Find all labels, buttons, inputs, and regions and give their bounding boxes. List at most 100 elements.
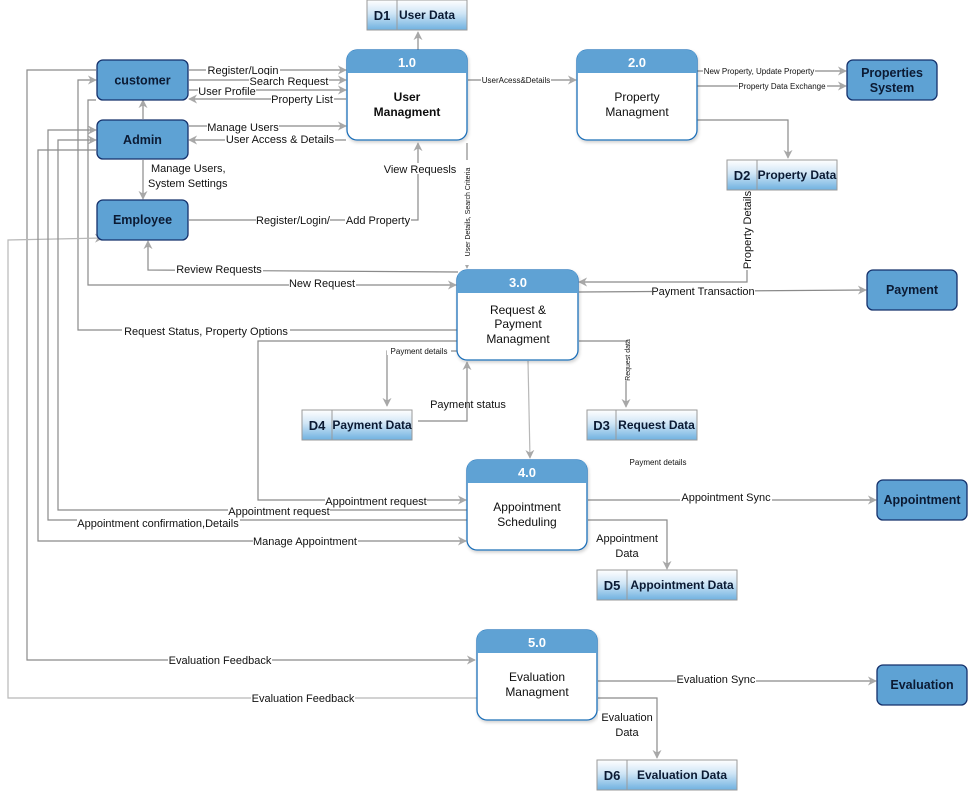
label-user-profile: User Profile [198, 86, 255, 98]
entity-employee-label: Employee [113, 213, 172, 227]
datastore-d5[interactable]: D5 Appointment Data [596, 569, 738, 601]
label-useraccess-details: UserAcess&Details [482, 76, 550, 85]
datastore-d2-name: Property Data [758, 168, 837, 182]
datastore-d1-id: D1 [374, 8, 391, 23]
flow-appointment-confirmation [47, 125, 468, 521]
process-4-id: 4.0 [518, 465, 536, 480]
label-evaluation-data-1: Evaluation [601, 712, 652, 724]
label-search-request: Search Request [250, 76, 329, 88]
process-2-name-1: Property [614, 90, 659, 104]
label-manage-users: Manage Users [207, 122, 279, 134]
process-1-user-management[interactable]: 1.0 User Managment [346, 49, 468, 141]
label-payment-status: Payment status [430, 399, 506, 411]
process-3-id: 3.0 [509, 275, 527, 290]
datastore-d1-name: User Data [399, 8, 455, 22]
datastore-d3-name: Request Data [618, 418, 695, 432]
flow-to-d2 [697, 119, 793, 159]
process-1-name-1: User [394, 90, 421, 104]
entity-payment[interactable]: Payment [866, 269, 958, 311]
label-user-details-search: User Details, Search Criteria [465, 168, 472, 257]
process-3-name-1: Request & [490, 303, 546, 317]
label-evaluation-data-2: Data [615, 727, 639, 739]
entity-evaluation[interactable]: Evaluation [876, 664, 968, 706]
label-manage-appointment: Manage Appointment [253, 536, 357, 548]
label-property-data-exchange: Property Data Exchange [738, 82, 826, 91]
datastore-d6-name: Evaluation Data [637, 768, 727, 782]
label-appointment-request-2: Appointment request [228, 506, 330, 518]
flow-labels: Register/Login Search Request User Profi… [77, 64, 827, 739]
flow-payment-status [418, 361, 472, 422]
label-new-update-property: New Property, Update Property [704, 67, 815, 76]
process-2-property-management[interactable]: 2.0 Property Managment [576, 49, 698, 141]
datastore-d6[interactable]: D6 Evaluation Data [596, 759, 738, 791]
process-5-evaluation-management[interactable]: 5.0 Evaluation Managment [476, 629, 598, 721]
flow-review-requests [143, 240, 459, 273]
datastore-d5-id: D5 [604, 578, 621, 593]
process-4-name-1: Appointment [493, 500, 561, 514]
flow-manage-appointment [37, 149, 467, 546]
label-evaluation-sync: Evaluation Sync [677, 674, 756, 686]
entity-appointment-label: Appointment [883, 493, 961, 507]
label-user-access-details: User Access & Details [226, 134, 335, 146]
label-payment-transaction: Payment Transaction [651, 286, 754, 298]
datastore-d3[interactable]: D3 Request Data [586, 409, 698, 441]
process-3-name-2: Payment [494, 317, 542, 331]
label-evaluation-feedback-2: Evaluation Feedback [252, 693, 355, 705]
label-property-list: Property List [271, 94, 333, 106]
process-3-request-payment-management[interactable]: 3.0 Request & Payment Managment [456, 269, 579, 361]
label-appointment-data-1: Appointment [596, 533, 658, 545]
flow-request-data [579, 340, 631, 408]
datastore-d3-id: D3 [593, 418, 610, 433]
entity-evaluation-label: Evaluation [890, 678, 953, 692]
entity-properties-system-label-1: Properties [861, 66, 923, 80]
label-emp-register-login: Register/Login/ [256, 215, 331, 227]
process-3-name-3: Managment [486, 332, 550, 346]
flow-payment-details [382, 350, 458, 407]
label-request-status: Request Status, Property Options [124, 326, 288, 338]
datastore-d4-id: D4 [309, 418, 326, 433]
label-appointment-request-1: Appointment request [325, 496, 427, 508]
label-manage-users-settings-2: System Settings [148, 178, 228, 190]
entity-customer[interactable]: customer [96, 59, 189, 101]
process-4-name-2: Scheduling [497, 515, 556, 529]
datastore-d2[interactable]: D2 Property Data [726, 159, 838, 191]
flow-appointment-data [588, 519, 672, 570]
process-1-name-2: Managment [374, 105, 441, 119]
flow-evaluation-data [598, 697, 662, 759]
entity-properties-system[interactable]: Properties System [846, 59, 938, 101]
datastore-d1[interactable]: D1 User Data [366, 0, 468, 31]
datastore-d4[interactable]: D4 Payment Data [301, 409, 413, 441]
process-5-id: 5.0 [528, 635, 546, 650]
label-review-requests: Review Requests [176, 264, 262, 276]
label-property-details: Property Details [742, 190, 754, 269]
flow-3-to-4 [525, 360, 535, 459]
label-appointment-data-2: Data [615, 548, 639, 560]
flow-property-details [578, 192, 748, 287]
label-payment-details-2: Payment details [630, 458, 687, 467]
process-2-name-2: Managment [605, 105, 669, 119]
entity-payment-label: Payment [886, 283, 939, 297]
label-appointment-sync: Appointment Sync [681, 492, 771, 504]
entity-admin[interactable]: Admin [96, 119, 189, 160]
flow-evaluation-feedback-1 [26, 69, 476, 665]
flow-new-request [87, 99, 457, 290]
process-2-id: 2.0 [628, 55, 646, 70]
datastore-d5-name: Appointment Data [630, 578, 734, 592]
label-request-data: Request data [625, 339, 632, 381]
label-view-requests: View Requesls [384, 164, 457, 176]
flow-evaluation-feedback-2 [7, 233, 477, 699]
datastore-d4-name: Payment Data [332, 418, 412, 432]
process-5-name-2: Managment [505, 685, 569, 699]
entity-appointment[interactable]: Appointment [876, 479, 968, 521]
process-4-appointment-scheduling[interactable]: 4.0 Appointment Scheduling [466, 459, 588, 551]
entity-customer-label: customer [114, 74, 170, 88]
datastore-d6-id: D6 [604, 768, 621, 783]
entity-admin-label: Admin [123, 133, 162, 147]
label-add-property: Add Property [346, 215, 411, 227]
process-5-name-1: Evaluation [509, 670, 565, 684]
label-payment-details: Payment details [391, 347, 448, 356]
entity-employee[interactable]: Employee [96, 199, 189, 241]
label-appointment-confirmation: Appointment confirmation,Details [77, 518, 239, 530]
entity-properties-system-label-2: System [870, 81, 914, 95]
